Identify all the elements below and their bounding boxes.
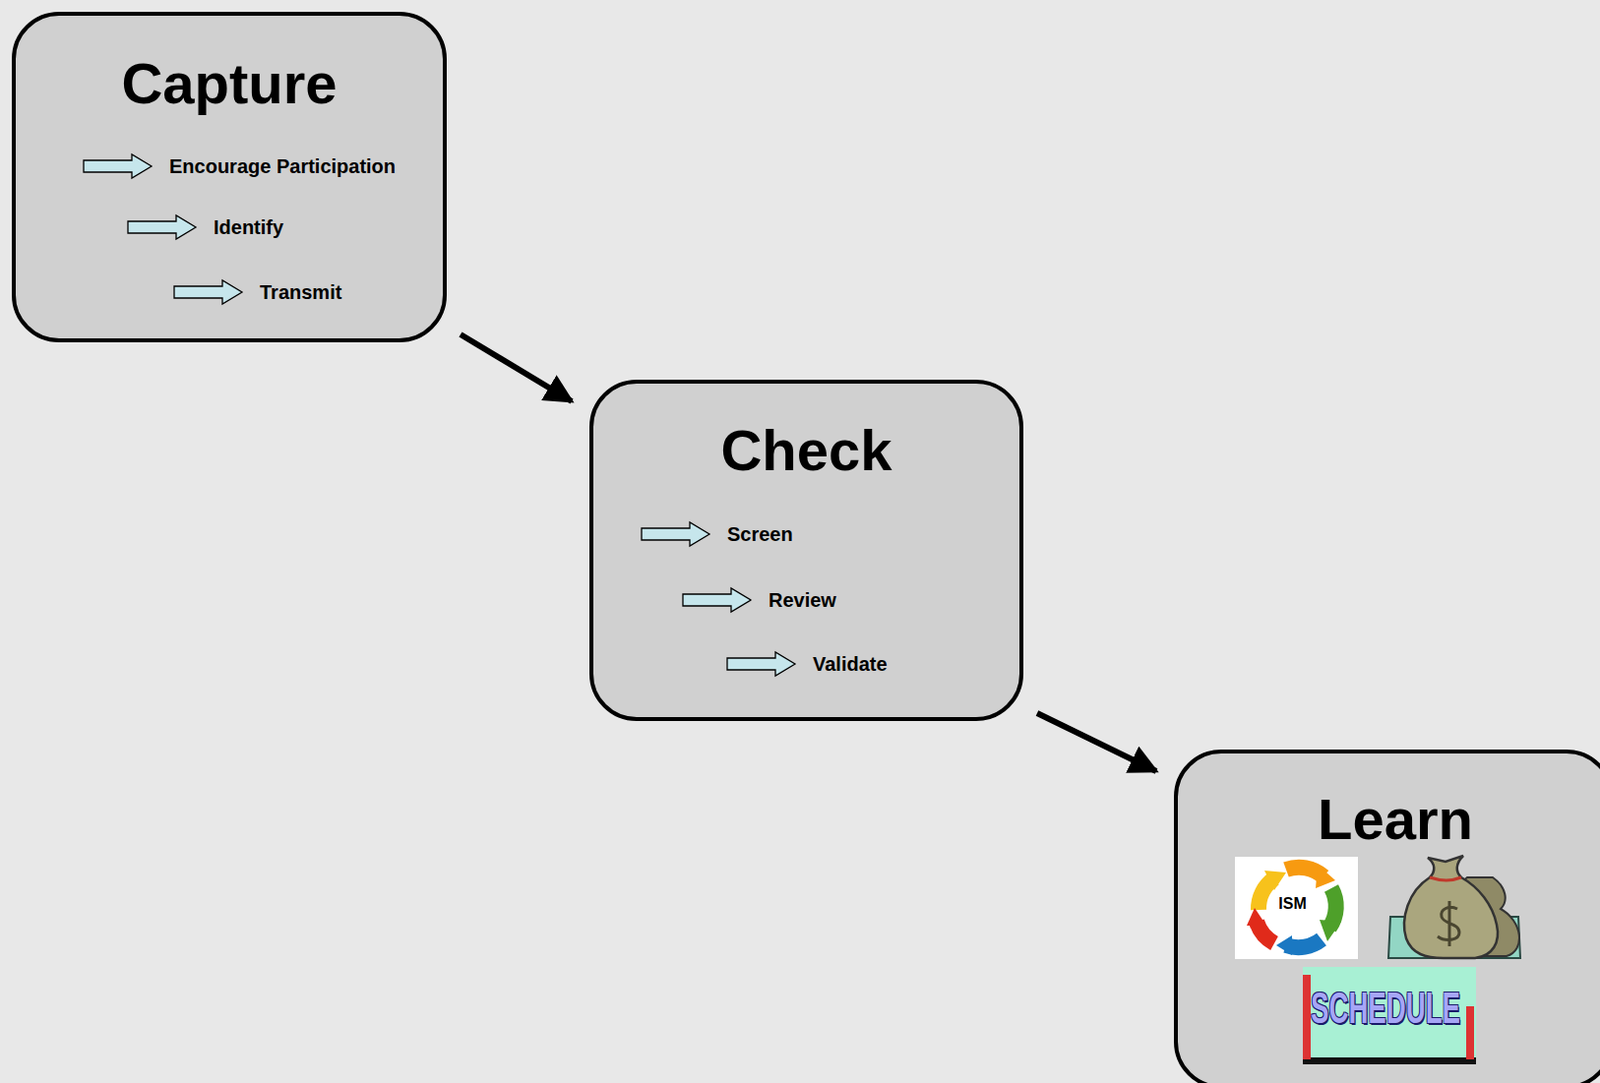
arrow-bullet bbox=[82, 152, 154, 181]
step-item: Review bbox=[768, 590, 837, 611]
icon-text: ISM bbox=[1278, 896, 1306, 913]
box-heading: Check bbox=[720, 422, 892, 480]
banner-text: SCHEDULE bbox=[1310, 986, 1461, 1031]
flow-arrow bbox=[460, 334, 572, 402]
arrow-bullet bbox=[726, 650, 798, 678]
step-item: Encourage Participation bbox=[169, 156, 396, 177]
process-box: CaptureEncourage ParticipationIdentifyTr… bbox=[11, 11, 447, 343]
box-heading: Learn bbox=[1317, 791, 1474, 849]
flow-arrow bbox=[1037, 713, 1157, 772]
step-item: Screen bbox=[727, 524, 794, 545]
box-heading: Capture bbox=[121, 55, 337, 113]
step-item: Transmit bbox=[259, 282, 342, 303]
money-bag-icon bbox=[1384, 848, 1525, 965]
arrow-bullet bbox=[173, 278, 245, 307]
process-box: CheckScreenReviewValidate bbox=[589, 379, 1024, 722]
process-box: LearnISM SCHEDULE bbox=[1173, 749, 1600, 1083]
arrow-bullet bbox=[681, 586, 753, 615]
arrow-bullet bbox=[640, 520, 712, 549]
step-item: Validate bbox=[812, 654, 888, 675]
arrow-bullet bbox=[126, 213, 198, 242]
step-item: Identify bbox=[213, 217, 284, 238]
